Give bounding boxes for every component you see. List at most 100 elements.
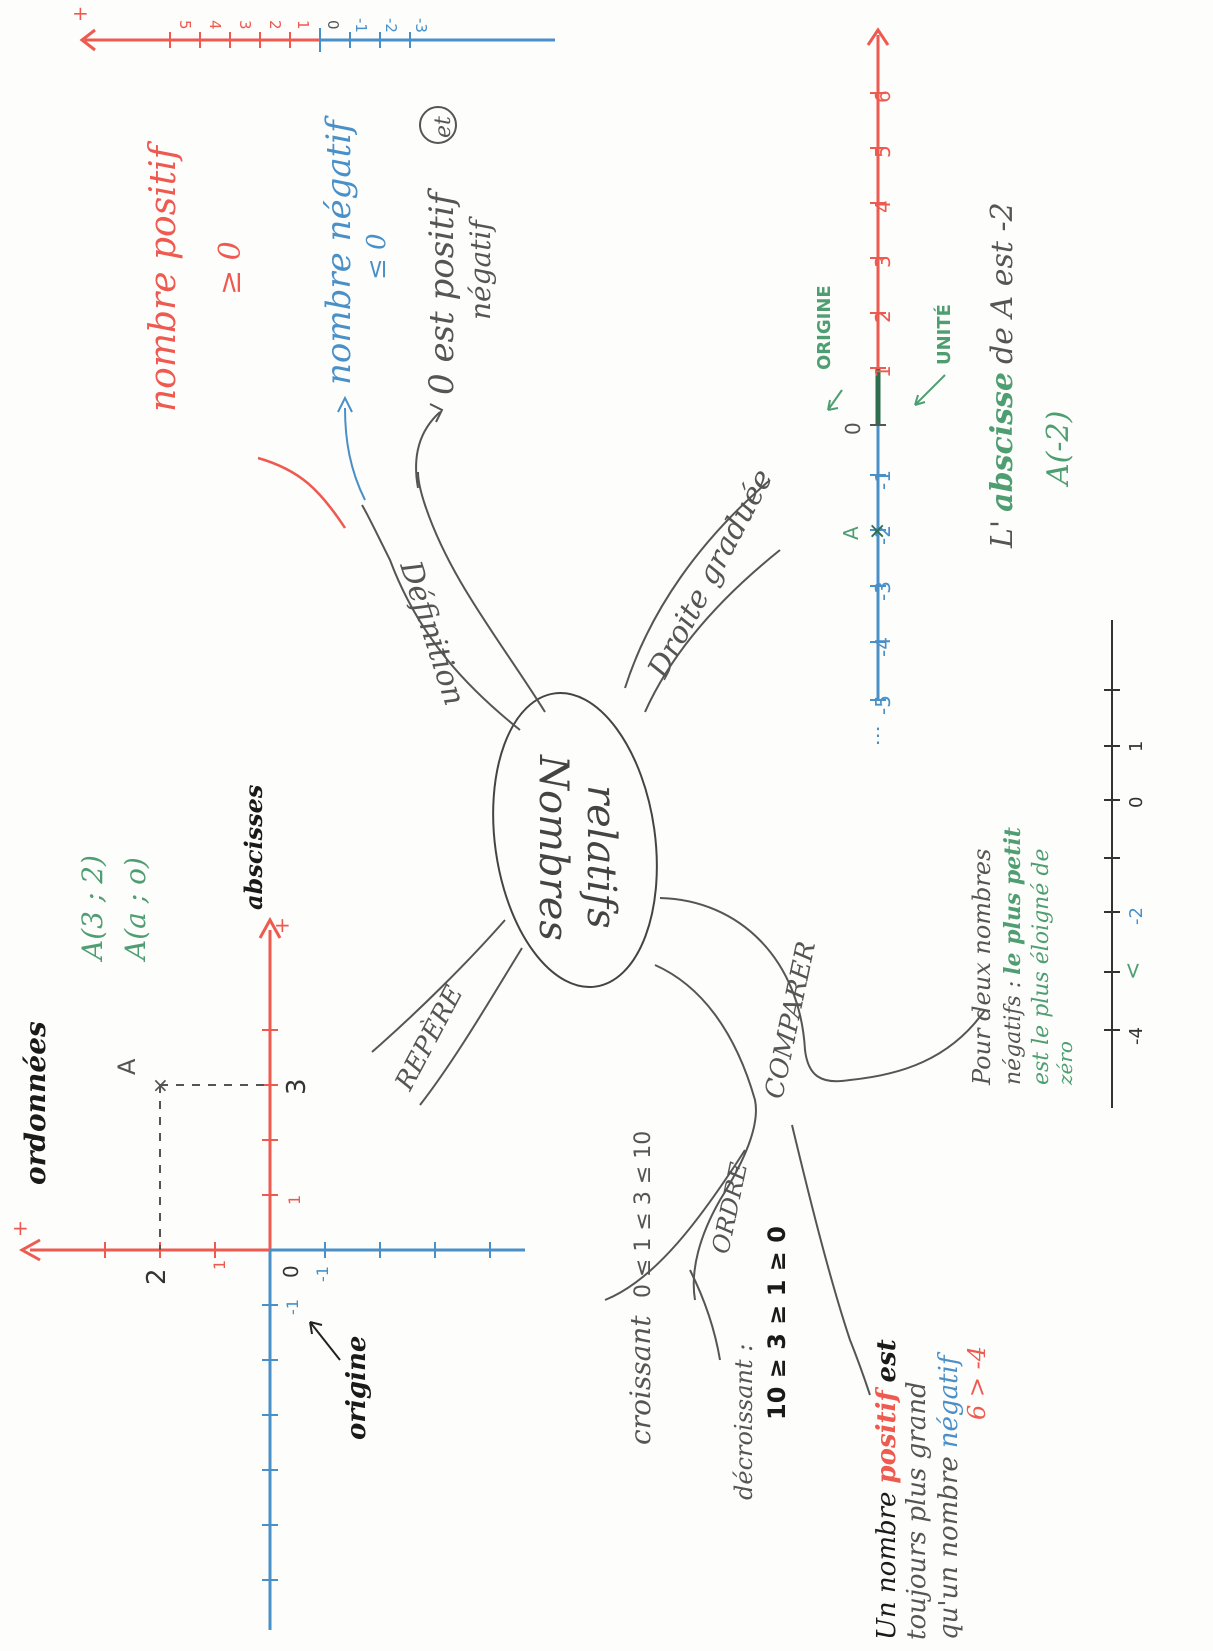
scale-tick-m2: -2 [382,18,400,33]
mini-number-line: -4 < -2 0 1 [1104,620,1147,1108]
unite-arrow [914,374,946,406]
droite-arrow [866,27,890,46]
scale-tick-m1: -1 [352,18,370,33]
droite-tick-4: 4 [871,200,895,213]
ordre-sub-connector [689,1269,721,1361]
coords-line2: A(a ; o) [119,857,152,963]
neg-rule-l4: zéro [1053,1041,1077,1086]
center-title-line2: relatifs [578,785,624,929]
origine-arrow [827,389,843,411]
mini-tick-m2: -2 [1126,907,1147,925]
droite-tick-5: 5 [871,145,895,158]
scale-tick-m3: -3 [412,18,430,33]
droite-unite-label: UNITÉ [933,304,955,365]
negatif-sign: ≤ 0 [362,233,392,280]
svg-text:qu'un nombrenégatif: qu'un nombrenégatif [934,1351,964,1640]
positif-sign: ≥ 0 [213,241,248,295]
branch-repere [371,919,523,1106]
origine-pointer [309,1321,341,1361]
scale-plus: + [72,1,89,25]
neg-rule-l1: Pour deux nombres [968,849,996,1086]
pos-rule-l1a: Un nombre [872,1492,902,1640]
droite-tick-m4: -4 [871,637,895,657]
value-x-3: 3 [282,1078,312,1095]
ordre-decroissant: décroissant : [730,1344,758,1500]
branch-droite-label: Droite graduée [641,463,781,684]
pos-rule-l1c: est [872,1339,902,1382]
branch-comparer-label: COMPARER [760,939,823,1102]
point-a-marker: × [152,1073,169,1097]
droite-tick-m3: -3 [871,581,895,601]
droite-tick-1: 1 [871,365,895,378]
positif-connector [257,456,347,529]
droite-number-line: ⋮ -5 -4 -3 -2 -1 0 1 2 3 4 5 6 × A [814,27,955,747]
mini-less-than: < [1121,962,1146,980]
droite-origine-label: ORIGINE [814,285,835,370]
tick-y-m1: -1 [313,1266,332,1282]
ordonnees-label: ordonnées [19,1021,52,1185]
zero-text-l2: négatif [464,216,497,320]
coords-line1: A(3 ; 2) [76,855,109,963]
zero-text-l1: 0 est positif [422,187,462,395]
scale-tick-1: 1 [294,20,312,30]
svg-text:négatifs :le plus petit: négatifs : le plus petit [1000,827,1026,1085]
nombre-negatif: nombre négatif [319,115,359,385]
zero-text-et: et [431,116,456,138]
ordre-underline [604,1149,746,1301]
ordre-croissant: croissant [624,1315,657,1445]
tick-y-1: 1 [210,1260,229,1270]
scale-tick-2: 2 [266,20,284,30]
ordre-decroissant-ex: 10 ≥ 3 ≥ 1 ≥ 0 [763,1226,791,1420]
droite-point-marker: × [868,519,886,544]
droite-tick-6: 6 [871,90,895,103]
branch-droite [624,479,781,713]
droite-tick-2: 2 [871,310,895,323]
pos-rule-l2: toujours plus grand [902,1381,932,1640]
abscisses-label: abscisses [239,784,268,910]
neg-rule-l3: est le plus éloigné de [1029,849,1054,1085]
branch-comparer [654,897,986,1396]
center-title-line1: Nombres [530,754,576,941]
mini-tick-1: 1 [1126,741,1147,752]
droite-tick-m2: -2 [871,525,895,545]
point-a-label: A [113,1058,141,1075]
scale-tick-3: 3 [236,20,254,30]
branch-repere-label: REPÈRE [387,980,469,1096]
pos-rule-l3a: qu'un nombre [934,1456,964,1640]
droite-point-label: A [839,526,863,540]
scale-tick-5: 5 [176,20,194,30]
droite-tick-m1: -1 [871,470,895,490]
mini-tick-m4: -4 [1126,1027,1147,1045]
zero-connector [415,411,441,489]
neg-rule-l2: négatifs : [1001,981,1026,1085]
center-oval [492,692,658,988]
repere-zero: 0 [279,1265,303,1278]
svg-text:Un nombrepositifest: Un nombrepositifest [872,1339,902,1640]
abscisse-coord: A(-2) [1041,411,1076,488]
abscisse-rest: de A est -2 [985,202,1020,364]
droite-tick-0: 0 [841,422,865,435]
repere-axes: × A 3 2 1 1 0 -1 -1 + + [12,913,525,1630]
scale-tick-4: 4 [206,20,224,30]
abscisse-word: abscisse [985,372,1020,512]
top-number-scale: + 5 4 3 2 1 0 -1 -2 -3 [72,1,555,52]
svg-text:L'abscissede A est -2: L' abscisse de A est -2 [985,202,1020,549]
x-plus: + [274,913,291,937]
droite-dots: ⋮ [868,723,888,747]
droite-tick-m5: -5 [871,695,895,715]
mini-tick-0: 0 [1126,797,1147,808]
ordre-croissant-ex: 0 ≤ 1 ≤ 3 ≤ 10 [631,1131,656,1298]
abscisse-l: L' [985,520,1020,549]
y-plus: + [12,1216,29,1240]
negatif-connector [344,407,366,501]
scale-arrow [79,28,96,52]
neg-rule-l2b: le plus petit [1000,827,1026,975]
repere-origine-label: origine [342,1336,372,1440]
et-circle [419,106,457,144]
tick-x-1: 1 [285,1195,304,1205]
nombre-positif: nombre positif [143,140,184,412]
value-y-2: 2 [142,1268,172,1285]
scale-tick-0: 0 [324,20,342,30]
pos-rule-l4: 6 > -4 [963,1346,991,1420]
